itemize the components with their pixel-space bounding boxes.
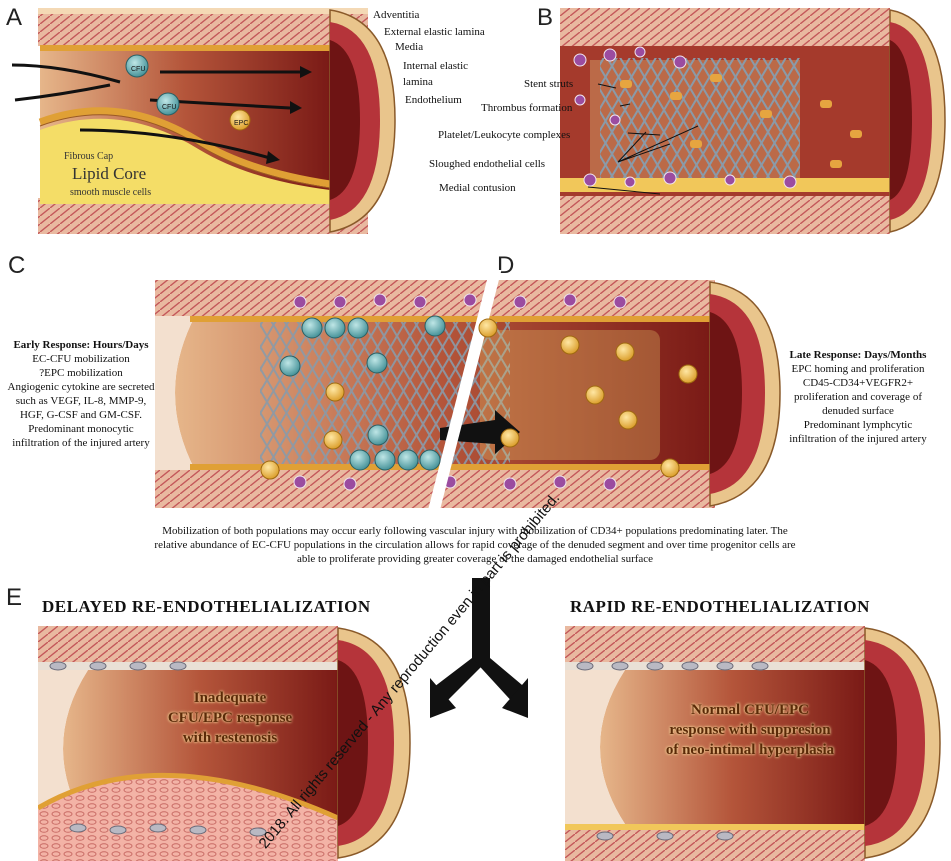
panel-a-vessel-illustration (0, 0, 400, 240)
early-line: such as VEGF, IL-8, MMP-9, (16, 395, 147, 407)
early-line: HGF, G-CSF and GM-CSF. (20, 409, 142, 421)
late-line: proliferation and coverage of (794, 391, 922, 403)
cfu-cell-label: CFU (131, 63, 145, 76)
medial-contusion-label: Medial contusion (439, 182, 516, 195)
caption-line: able to proliferate providing greater co… (297, 553, 653, 565)
overlay-line: response with suppresion (669, 722, 830, 738)
overlay-line: with restenosis (183, 730, 277, 746)
early-line: ?EPC mobilization (39, 367, 122, 379)
split-arrow (430, 578, 530, 728)
late-response-title: Late Response: Days/Months (790, 349, 927, 361)
late-line: Predominant lymphcytic (804, 419, 912, 431)
panel-cd-vessel-illustration (150, 270, 790, 520)
panel-label-e: E (6, 584, 22, 612)
overlay-line: Inadequate (194, 690, 267, 706)
late-line: EPC homing and proliferation (792, 363, 925, 375)
delayed-overlay-text: Inadequate CFU/EPC response with resteno… (150, 688, 310, 748)
fibrous-cap-label: Fibrous Cap (64, 150, 113, 163)
caption-line: relative abundance of EC-CFU populations… (154, 539, 795, 551)
adventitia-label: Adventitia (373, 9, 419, 22)
endothelium-label: Endothelium (405, 94, 462, 107)
lipid-core-label: Lipid Core (72, 164, 146, 184)
early-response-title: Early Response: Hours/Days (13, 339, 148, 351)
early-line: Predominant monocytic (28, 423, 133, 435)
early-line: EC-CFU mobilization (32, 353, 129, 365)
early-response-text: Early Response: Hours/Days EC-CFU mobili… (6, 338, 156, 450)
internal-elastic-lamina-label-2: lamina (403, 76, 433, 89)
late-response-text: Late Response: Days/Months EPC homing an… (768, 348, 948, 446)
rapid-overlay-text: Normal CFU/EPC response with suppresion … (625, 700, 875, 760)
smooth-muscle-label: smooth muscle cells (70, 186, 151, 199)
rapid-heading: RAPID RE-ENDOTHELIALIZATION (570, 597, 870, 617)
early-line: infiltration of the injured artery (12, 437, 149, 449)
figure-caption: Mobilization of both populations may occ… (40, 524, 910, 566)
late-line: CD45-CD34+VEGFR2+ (803, 377, 913, 389)
overlay-line: CFU/EPC response (168, 710, 292, 726)
delayed-heading: DELAYED RE-ENDOTHELIALIZATION (42, 597, 371, 617)
early-line: Angiogenic cytokine are secreted (8, 381, 155, 393)
media-label: Media (395, 41, 423, 54)
internal-elastic-lamina-label: Internal elastic (403, 60, 468, 73)
overlay-line: of neo-intimal hyperplasia (666, 742, 834, 758)
overlay-line: Normal CFU/EPC (691, 702, 809, 718)
epc-cell-label: EPC (234, 117, 248, 130)
cfu-cell-label: CFU (162, 101, 176, 114)
external-elastic-lamina-label: External elastic lamina (384, 26, 485, 39)
panel-label-c: C (8, 252, 25, 280)
late-line: infiltration of the injured artery (789, 433, 926, 445)
late-line: denuded surface (822, 405, 894, 417)
panel-b-leader-lines (520, 60, 700, 210)
caption-line: Mobilization of both populations may occ… (162, 525, 788, 537)
panel-label-b: B (537, 4, 553, 32)
